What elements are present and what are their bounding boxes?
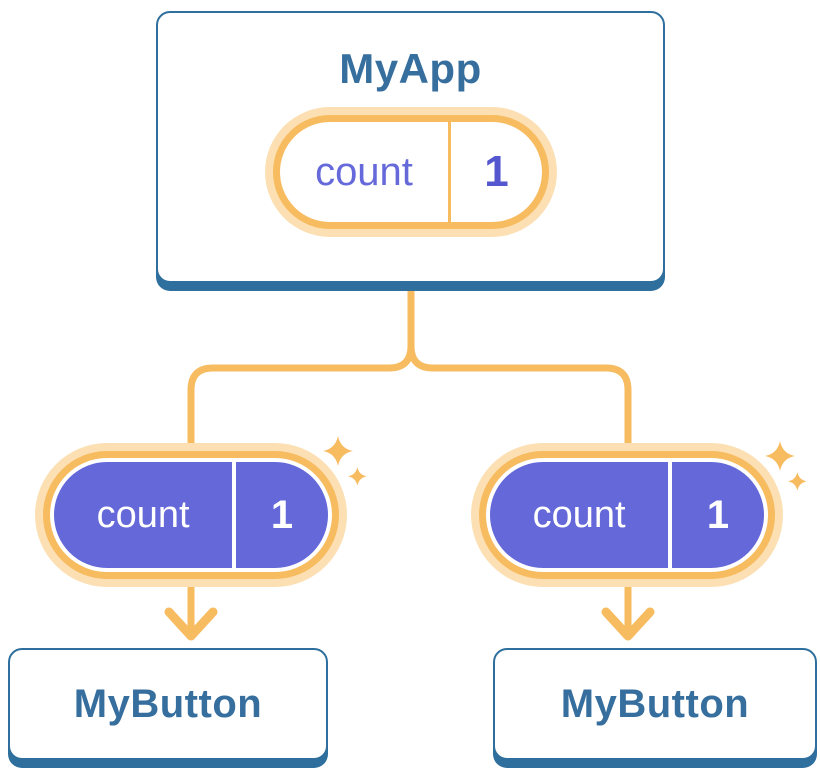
prop-name: count [532,493,626,536]
sparkle-icon [323,436,353,466]
component-title: MyApp [339,45,482,92]
prop-value: 1 [668,462,764,568]
prop-name: count [96,493,190,536]
state-value: 1 [448,122,541,222]
prop-pill-left: count 1 [50,458,332,572]
sparkle-icon [788,472,807,491]
connector-line-right [407,286,632,637]
prop-pill-right: count 1 [486,458,768,572]
component-card-myapp: MyApp count 1 [156,11,665,283]
component-card-mybutton-left: MyButton [8,648,328,760]
state-pill: count 1 [272,115,549,229]
component-title: MyButton [560,681,750,726]
component-title: MyButton [73,681,263,726]
component-card-mybutton-right: MyButton [493,648,817,760]
sparkle-icon [765,441,795,471]
arrowhead-down-right-icon [601,607,655,641]
sparkle-icon [348,467,367,486]
state-name: count [315,149,413,194]
arrowhead-down-left-icon [164,607,218,641]
prop-value: 1 [232,462,328,568]
